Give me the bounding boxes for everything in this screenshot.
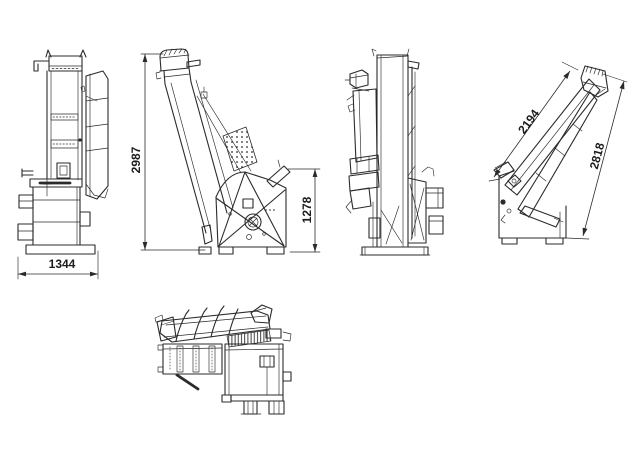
foot	[266, 246, 285, 255]
dimension-transport-length: 2818	[565, 73, 628, 240]
arrowhead	[582, 227, 588, 236]
arrowhead	[494, 169, 501, 177]
dim-label-transport-length: 2818	[587, 141, 608, 171]
side-pipe	[21, 168, 34, 178]
dimension-overall-height: 2987	[129, 53, 206, 251]
arrowhead	[619, 81, 625, 90]
left-end-cap	[156, 316, 177, 342]
top-flange	[371, 48, 377, 57]
dimension-base-width: 1344	[17, 250, 99, 280]
arrowhead	[563, 71, 570, 79]
arrowhead	[312, 169, 318, 177]
hatched-grille	[226, 329, 272, 348]
dim-label-conveyor-length: 2194	[515, 106, 542, 136]
view-front	[155, 48, 291, 255]
support-leg	[175, 373, 200, 391]
deflector-plate	[266, 165, 291, 188]
pivot-dot	[78, 138, 82, 142]
view-left-side	[17, 49, 109, 255]
inclined-conveyor	[164, 79, 252, 245]
view-rear-side	[344, 48, 444, 256]
conveyor-head-cap-transport	[580, 65, 609, 98]
rotor-housing	[215, 159, 291, 248]
arrowhead	[142, 54, 148, 62]
rotor-axle	[244, 213, 262, 231]
rear-panel	[407, 66, 444, 244]
strap	[193, 307, 208, 340]
foot	[501, 237, 518, 245]
side-ledge	[186, 59, 201, 68]
base-frame-rear	[359, 246, 431, 256]
machine-body	[17, 174, 91, 246]
view-transport	[493, 65, 609, 245]
discharge-chute	[80, 70, 109, 200]
connector-box	[259, 355, 275, 368]
arrowhead	[18, 271, 26, 277]
belt-section-top	[157, 343, 223, 375]
strap	[210, 305, 225, 338]
foot	[545, 237, 564, 245]
latch-hook	[155, 71, 162, 80]
elevator-column	[46, 70, 83, 181]
dimension-conveyor-length: 2194	[488, 61, 579, 182]
elevator-head	[48, 55, 83, 72]
arrowhead	[312, 244, 318, 252]
strap	[228, 308, 239, 335]
top-flange	[45, 49, 52, 58]
conveyor-foot	[201, 224, 213, 245]
strap	[175, 309, 190, 342]
arrowhead	[90, 271, 98, 277]
perforated-screen	[222, 126, 258, 172]
pivot-block	[507, 174, 522, 188]
folded-spout	[519, 205, 561, 228]
elevator-column-rear	[376, 54, 409, 248]
dim-label-overall-height: 2987	[129, 146, 143, 173]
side-tab	[282, 371, 292, 382]
conveyor-head-cap	[159, 48, 190, 72]
base-frame	[25, 244, 96, 255]
arrowhead	[142, 242, 148, 250]
side-bracket	[407, 60, 420, 70]
base-feet-top	[221, 394, 285, 415]
folded-conveyor-boom	[504, 78, 601, 228]
dimension-infeed-height: 1278	[287, 168, 321, 253]
top-flange	[79, 49, 87, 58]
center-hub	[242, 198, 254, 209]
dim-label-base-width: 1344	[49, 257, 76, 271]
support-hook	[33, 60, 50, 72]
dim-label-infeed-height: 1278	[300, 196, 314, 223]
feed-side-attachments	[344, 69, 380, 214]
foot	[218, 246, 234, 255]
spout-top	[250, 304, 273, 324]
roller	[500, 199, 506, 205]
view-top-plan	[154, 304, 292, 415]
lower-chute-rear	[368, 201, 403, 248]
foot	[198, 246, 212, 255]
machine-body-transport	[493, 161, 567, 245]
